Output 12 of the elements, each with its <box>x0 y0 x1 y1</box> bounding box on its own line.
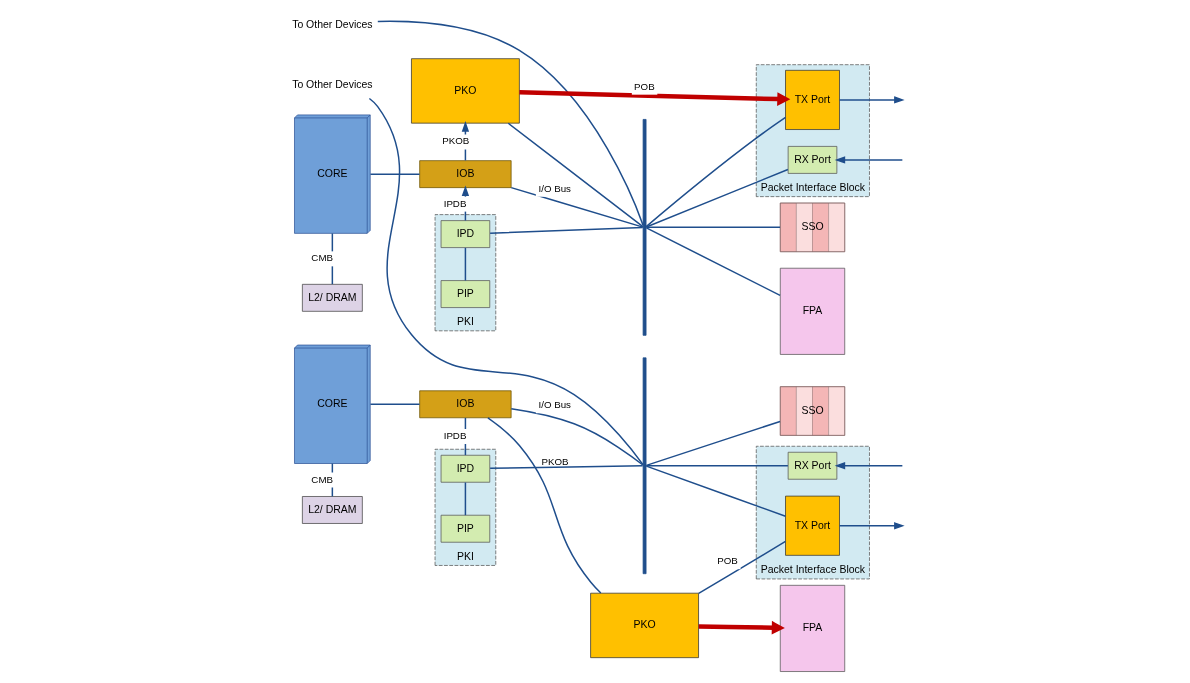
edge-label: I/O Bus <box>538 399 571 411</box>
edge-label: CMB <box>311 473 333 485</box>
node-text: To Other Devices <box>292 18 373 30</box>
edge-label: CMB <box>311 252 333 264</box>
edge-label: POB <box>717 555 738 567</box>
edge-label: PKOB <box>541 455 569 467</box>
edge-label: IPDB <box>443 197 467 209</box>
edge-label: I/O Bus <box>538 182 571 194</box>
edge-label: PKOB <box>442 135 470 147</box>
node-text: To Other Devices <box>292 78 373 90</box>
edge-label: IPDB <box>443 430 467 442</box>
edge-label: POB <box>634 80 655 92</box>
